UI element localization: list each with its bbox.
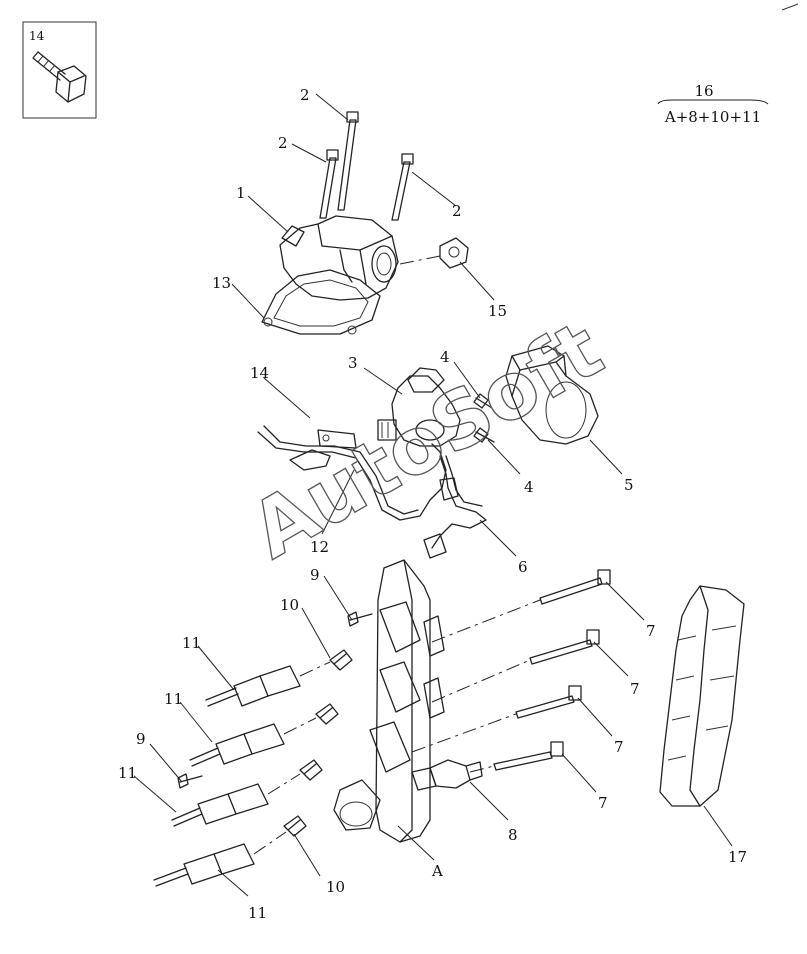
- callout-15: 15: [488, 302, 507, 320]
- pump-cover-5: [505, 345, 599, 445]
- inset-label: 14: [29, 29, 45, 43]
- bolt-2-c: [391, 153, 414, 221]
- injector-11-c: [171, 773, 301, 827]
- callout-11: 11: [248, 904, 267, 922]
- callout-2: 2: [452, 202, 462, 220]
- bolt-2-a: [337, 111, 359, 211]
- callout-10: 10: [280, 596, 299, 614]
- callouts: 2 2 2 1 13 15 3 4 4 5 14 12 6 7 7 7 7 8 …: [118, 86, 747, 922]
- callout-6: 6: [518, 558, 528, 576]
- callout-8: 8: [508, 826, 518, 844]
- fuel-rail-a: [333, 559, 445, 843]
- clip-10-a: [329, 649, 353, 671]
- bolt-7-b: [431, 629, 600, 703]
- watermark: AutoSoft: [237, 305, 618, 577]
- callout-4: 4: [440, 348, 450, 366]
- fuel-pump-3: [377, 367, 461, 447]
- fuel-pipe-6: [423, 455, 487, 559]
- rail-cover-17: [659, 585, 745, 807]
- bolt-7-c: [411, 685, 582, 753]
- callout-9: 9: [136, 730, 146, 748]
- connector-15: [399, 237, 469, 269]
- clip-10-c: [299, 759, 323, 781]
- injector-11-a: [205, 661, 331, 707]
- kit-contents: A+8+10+11: [664, 108, 761, 126]
- callout-7: 7: [614, 738, 624, 756]
- callout-2: 2: [300, 86, 310, 104]
- callout-13: 13: [212, 274, 231, 292]
- screw-9-a: [347, 611, 373, 627]
- inset-bolt-14: 14: [22, 21, 97, 119]
- callout-1: 1: [236, 184, 246, 202]
- kit-number: 16: [694, 82, 713, 100]
- bolt-7-a: [431, 569, 611, 643]
- callout-7: 7: [630, 680, 640, 698]
- callout-11: 11: [164, 690, 183, 708]
- throttle-body-1: [279, 215, 399, 301]
- callout-12: 12: [310, 538, 329, 556]
- screw-9-b: [177, 773, 203, 789]
- callout-2: 2: [278, 134, 288, 152]
- callout-11: 11: [118, 764, 137, 782]
- kit-annotation: 16 A+8+10+11: [657, 82, 769, 126]
- callout-9: 9: [310, 566, 320, 584]
- leader-lines: [133, 93, 733, 897]
- pressure-sensor-8: [411, 759, 483, 791]
- screw-4-b: [473, 427, 495, 443]
- callout-14: 14: [250, 364, 269, 382]
- callout-a: A: [431, 862, 443, 880]
- bolt-2-b: [319, 149, 339, 219]
- bolt-7-d: [469, 741, 564, 773]
- bolt-icon: [32, 51, 87, 103]
- screw-4-a: [473, 393, 493, 409]
- corner-mark: [781, 3, 799, 11]
- callout-5: 5: [624, 476, 634, 494]
- callout-10: 10: [326, 878, 345, 896]
- callout-11: 11: [182, 634, 201, 652]
- gasket-13: [261, 269, 381, 335]
- clip-10-b: [315, 703, 339, 725]
- callout-7: 7: [598, 794, 608, 812]
- callout-7: 7: [646, 622, 656, 640]
- injector-11-b: [189, 717, 317, 767]
- callout-3: 3: [348, 354, 358, 372]
- callout-17: 17: [728, 848, 747, 866]
- callout-4: 4: [524, 478, 534, 496]
- clip-10-d: [283, 815, 307, 837]
- injector-11-d: [153, 831, 287, 887]
